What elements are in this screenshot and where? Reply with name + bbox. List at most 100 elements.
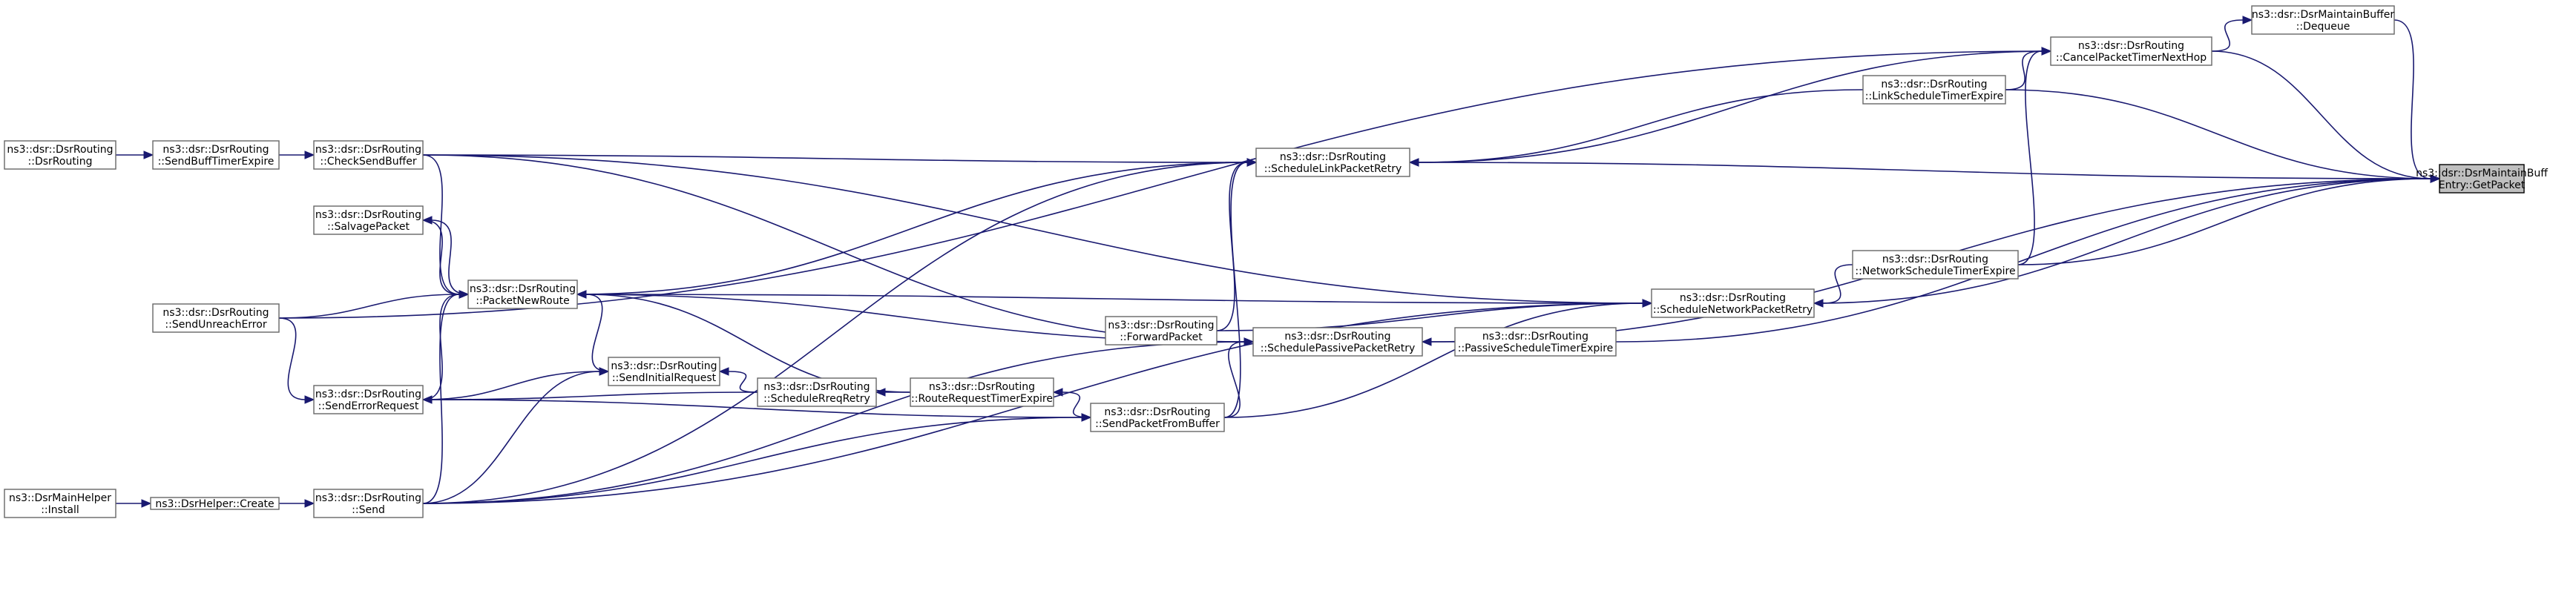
node-box [313, 385, 424, 414]
node-box [1862, 75, 2006, 105]
node-label-line: ::SchedulePassivePacketRetry [1261, 343, 1416, 354]
node-label-line: ::Send [352, 504, 385, 516]
node-schedpass[interactable]: ns3::dsr::DsrRouting::SchedulePassivePac… [1252, 327, 1423, 357]
arrowhead-icon [875, 388, 886, 397]
node-cancel[interactable]: ns3::dsr::DsrRouting::CancelPacketTimerN… [2050, 36, 2212, 66]
arrowhead-icon [1813, 299, 1824, 308]
call-edge-netsched-to-cancel [2017, 50, 2043, 265]
node-box [2251, 5, 2395, 35]
node-rreqexpire[interactable]: ns3::dsr::DsrRouting::RouteRequestTimerE… [910, 377, 1054, 407]
arrowhead-icon [1642, 299, 1653, 308]
node-label-line: ns3::dsr::DsrMaintainBuffer [2252, 9, 2394, 21]
call-edge-sendfrombuf-to-schednet [1223, 302, 1643, 418]
call-edge-linksched-to-focus [2005, 89, 2431, 179]
node-box [1090, 403, 1225, 432]
node-label-line: ::CheckSendBuffer [320, 156, 416, 168]
call-edge-checksend-to-schednet [422, 154, 1643, 304]
node-focus[interactable]: ns3::dsr::DsrMaintainBuffEntry::GetPacke… [2416, 164, 2548, 194]
call-edge-netsched-to-focus [2017, 178, 2431, 265]
node-sendbufftimer[interactable]: ns3::dsr::DsrRouting::SendBuffTimerExpir… [152, 140, 280, 170]
call-edge-pktnew-to-salvage [431, 219, 469, 295]
node-dsrrouting[interactable]: ns3::dsr::DsrRouting::DsrRouting [4, 140, 116, 170]
node-label-line: ::PacketNewRoute [476, 295, 569, 307]
call-edge-pktnew-to-schednet [576, 294, 1643, 304]
node-sendunreach[interactable]: ns3::dsr::DsrRouting::SendUnreachError [152, 303, 280, 333]
node-label-line: ::SendUnreachError [165, 319, 266, 331]
node-label-line: ns3::dsr::DsrRouting [929, 381, 1035, 393]
node-label-line: ns3::dsr::DsrRouting [162, 307, 269, 319]
call-edge-sendfrombuf-to-schedpass [1223, 341, 1245, 418]
node-label-line: ::Install [41, 504, 79, 516]
node-label-line: ns3::dsr::DsrRouting [1881, 79, 1987, 90]
node-box [1105, 316, 1218, 346]
node-schedlink[interactable]: ns3::dsr::DsrRouting::ScheduleLinkPacket… [1255, 148, 1410, 177]
call-edge-senderr-to-sendinit [422, 371, 600, 400]
call-edge-send-to-sendfrombuf [422, 417, 1082, 504]
call-edge-checksend-to-schedpass [422, 154, 1245, 343]
node-passsched[interactable]: ns3::dsr::DsrRouting::PassiveScheduleTim… [1454, 327, 1617, 357]
node-schedreq[interactable]: ns3::dsr::DsrRouting::ScheduleRreqRetry [757, 377, 877, 407]
call-edge-send-to-schedpass [422, 341, 1245, 504]
node-dequeue[interactable]: ns3::dsr::DsrMaintainBuffer::Dequeue [2251, 5, 2395, 35]
node-label-line: ns3::dsr::DsrRouting [1882, 254, 1988, 265]
arrowhead-icon [1052, 388, 1063, 397]
node-label-line: ns3::dsr::DsrRouting [2078, 40, 2184, 52]
node-label-line: ns3::dsr::DsrRouting [763, 381, 870, 393]
node-sendfrombuf[interactable]: ns3::dsr::DsrRouting::SendPacketFromBuff… [1090, 403, 1225, 432]
node-box [910, 377, 1054, 407]
node-checksend[interactable]: ns3::dsr::DsrRouting::CheckSendBuffer [313, 140, 424, 170]
node-senderr[interactable]: ns3::dsr::DsrRouting::SendErrorRequest [313, 385, 424, 414]
node-label-line: ns3::dsr::DsrMaintainBuff [2416, 168, 2548, 179]
node-pktnew[interactable]: ns3::dsr::DsrRouting::PacketNewRoute [467, 280, 578, 309]
call-edge-dequeue-to-focus [2393, 19, 2431, 179]
node-forward[interactable]: ns3::dsr::DsrRouting::ForwardPacket [1105, 316, 1218, 346]
arrowhead-icon [2430, 174, 2441, 183]
node-install[interactable]: ns3::DsrMainHelper::Install [4, 489, 116, 518]
call-edge-sendunreach-to-pktnew [278, 294, 460, 319]
call-edge-sendinit-to-pktnew [585, 294, 609, 372]
node-box [1852, 250, 2019, 280]
arrowhead-icon [421, 216, 433, 225]
node-box [1651, 288, 1815, 318]
call-edge-salvage-to-pktnew [422, 219, 460, 295]
node-salvage[interactable]: ns3::dsr::DsrRouting::SalvagePacket [313, 205, 424, 235]
node-label-line: ::ScheduleRreqRetry [763, 393, 870, 405]
node-label-line: ns3::dsr::DsrRouting [1680, 292, 1786, 304]
call-edge-schednet-to-focus [1813, 178, 2431, 304]
node-box [152, 140, 280, 170]
node-label-line: ns3::dsr::DsrRouting [162, 144, 269, 156]
node-label-line: ::SendBuffTimerExpire [158, 156, 275, 168]
node-helpercreate[interactable]: ns3::DsrHelper::Create [150, 497, 280, 510]
node-label-line: ns3::dsr::DsrRouting [470, 283, 576, 295]
call-edge-checksend-to-pktnew [422, 154, 460, 295]
call-edge-cancel-to-dequeue [2211, 19, 2244, 52]
node-schednet[interactable]: ns3::dsr::DsrRouting::ScheduleNetworkPac… [1651, 288, 1815, 318]
node-layer: ns3::dsr::DsrMaintainBuffEntry::GetPacke… [4, 5, 2548, 518]
call-edge-forward-to-schednet [1216, 302, 1643, 331]
node-box [152, 303, 280, 333]
call-edge-send-to-schedlink [422, 162, 1248, 504]
node-label-line: ns3::DsrMainHelper [9, 492, 111, 504]
node-box [2050, 36, 2212, 66]
node-label-line: ::ScheduleNetworkPacketRetry [1653, 304, 1813, 316]
node-linksched[interactable]: ns3::dsr::DsrRouting::LinkScheduleTimerE… [1862, 75, 2006, 105]
call-edge-sendfrombuf-to-schedlink [1223, 162, 1248, 418]
node-box [313, 205, 424, 235]
call-edge-linksched-to-schedlink [1418, 89, 1864, 163]
call-edge-schedreq-to-sendinit [728, 371, 758, 393]
node-label-line: ::PassiveScheduleTimerExpire [1458, 343, 1614, 354]
arrowhead-icon [304, 395, 315, 404]
node-send[interactable]: ns3::dsr::DsrRouting::Send [313, 489, 424, 518]
node-box [150, 497, 280, 510]
arrowhead-icon [1421, 337, 1432, 346]
arrowhead-icon [304, 499, 315, 508]
call-edge-schedlink-to-focus [1409, 162, 2431, 179]
arrowhead-icon [143, 151, 154, 159]
arrowhead-icon [718, 367, 729, 376]
node-label-line: ns3::dsr::DsrRouting [315, 492, 421, 504]
arrowhead-icon [2242, 16, 2253, 24]
node-netsched[interactable]: ns3::dsr::DsrRouting::NetworkScheduleTim… [1852, 250, 2019, 280]
call-edge-senderr-to-sendfrombuf [422, 399, 1082, 418]
node-sendinit[interactable]: ns3::dsr::DsrRouting::SendInitialRequest [608, 357, 720, 386]
